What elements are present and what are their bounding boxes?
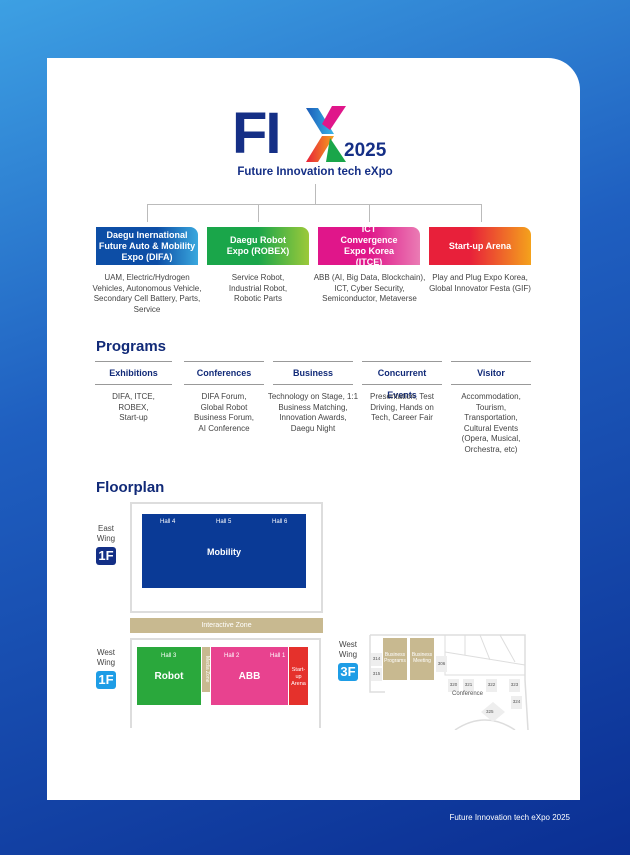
expo-desc: ABB (AI, Big Data, Blockchain), ICT, Cyb…	[313, 273, 426, 303]
logo-subtitle: Future Innovation tech eXpo	[237, 166, 393, 178]
tree-line	[147, 204, 481, 205]
expo-robex: Daegu Robot Expo (ROBEX)	[207, 227, 309, 265]
tree-line	[315, 184, 316, 204]
east-wing-label: East Wing	[96, 524, 116, 543]
business-programs-room: Business Programs	[383, 638, 407, 680]
room-325: 325	[486, 709, 494, 714]
abb-zone: Hall 2 Hall 1 ABB	[211, 647, 288, 705]
expo-desc: Play and Plug Expo Korea, Global Innovat…	[429, 273, 531, 293]
conference-label: Conference	[452, 691, 484, 697]
room-314: 314	[371, 653, 382, 666]
floorplan-title: Floorplan	[96, 479, 165, 496]
room-315: 315	[371, 668, 382, 681]
room-320: 320	[448, 679, 459, 692]
floor-badge: 1F	[96, 547, 116, 565]
west-3f-outline	[369, 634, 529, 730]
expo-difa: Daegu Inernational Future Auto & Mobilit…	[96, 227, 198, 265]
room-323: 323	[509, 679, 520, 692]
expo-itce: ICT Convergence Expo Korea (ITCE)	[318, 224, 420, 267]
expo-desc: UAM, Electric/Hydrogen Vehicles, Autonom…	[92, 273, 202, 314]
room-324: 324	[511, 696, 522, 709]
floor-badge: 1F	[96, 671, 116, 689]
room-322: 322	[486, 679, 497, 692]
tree-line	[369, 204, 370, 222]
programs-title: Programs	[96, 338, 167, 355]
floor-badge: 3F	[338, 663, 358, 681]
tree-line	[147, 204, 148, 222]
logo-fi: FI	[232, 104, 282, 164]
business-meeting-room: Business Meeting	[410, 638, 434, 680]
tree-line	[258, 204, 259, 222]
mobility-zone: Hall 4 Hall 5 Hall 6 Mobility	[142, 514, 306, 588]
logo-x-icon	[306, 106, 346, 162]
tree-line	[481, 204, 482, 222]
media-zone: Media Zone	[202, 647, 210, 692]
interactive-zone: Interactive Zone	[130, 618, 323, 633]
startup-zone: Start-up Arena	[289, 647, 308, 705]
west-wing-3f-label: West Wing	[338, 640, 358, 659]
room-306: 306	[436, 656, 447, 672]
expo-desc: Service Robot, Industrial Robot, Robotic…	[228, 273, 288, 303]
robot-zone: Hall 3 Robot	[137, 647, 201, 705]
expo-startup: Start-up Arena	[429, 227, 531, 265]
room-321: 321	[463, 679, 474, 692]
logo-year: 2025	[344, 140, 387, 161]
footer-text: Future Innovation tech eXpo 2025	[449, 813, 570, 822]
west-wing-label: West Wing	[96, 648, 116, 667]
